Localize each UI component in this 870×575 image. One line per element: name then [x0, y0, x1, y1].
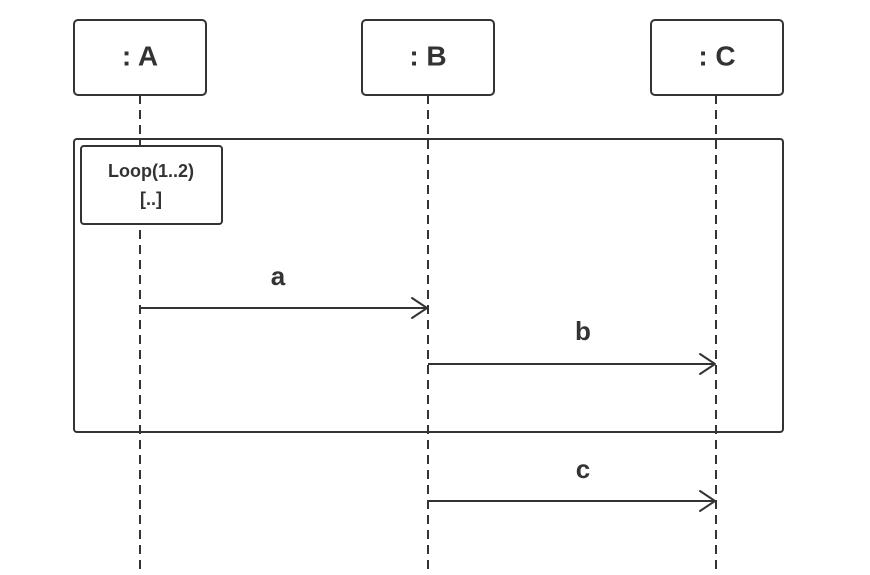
message-c[interactable]: c	[428, 454, 716, 512]
loop-fragment-frame[interactable]	[73, 138, 784, 433]
loop-fragment-tag: Loop(1..2) [..]	[80, 145, 223, 225]
loop-operator-label: Loop(1..2)	[108, 161, 194, 181]
loop-fragment-tag-box	[80, 145, 223, 225]
message-a-label: a	[271, 261, 286, 291]
participant-c-box	[650, 19, 784, 96]
message-b[interactable]: b	[428, 316, 716, 375]
participant-c[interactable]: : C	[650, 19, 784, 96]
message-c-label: c	[576, 454, 590, 484]
loop-guard-label: [..]	[140, 189, 162, 209]
participant-b-box	[361, 19, 495, 96]
participant-a-box	[73, 19, 207, 96]
participant-b[interactable]: : B	[361, 19, 495, 96]
message-b-arrowhead-icon	[699, 353, 716, 375]
participant-b-label: : B	[409, 40, 446, 71]
participant-c-label: : C	[698, 40, 735, 71]
message-a-arrowhead-icon	[411, 297, 428, 319]
message-b-label: b	[575, 316, 591, 346]
participant-a[interactable]: : A	[73, 19, 207, 96]
participant-a-label: : A	[122, 40, 158, 71]
message-c-arrowhead-icon	[699, 490, 716, 512]
message-a[interactable]: a	[140, 261, 428, 319]
